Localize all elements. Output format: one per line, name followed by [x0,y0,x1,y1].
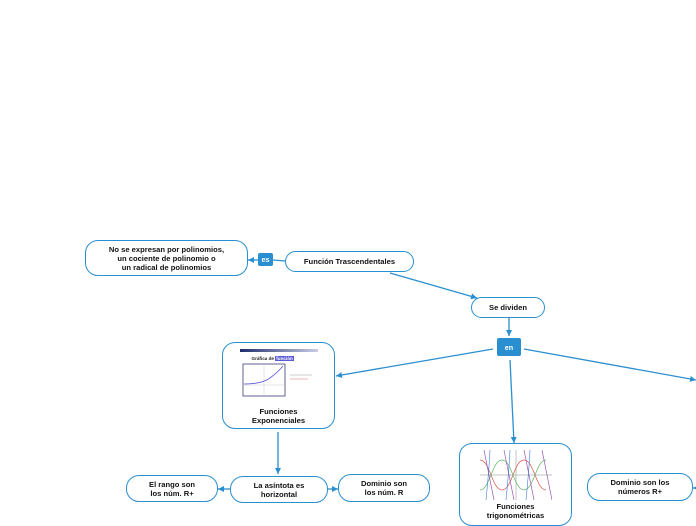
definition-node[interactable]: No se expresan por polinomios, un cocien… [85,240,248,276]
range-node[interactable]: El rango son los núm. R+ [126,475,218,502]
trigonometric-functions-node[interactable]: Funciones trigonométricas [459,443,572,526]
connector-en-label: en [504,342,514,352]
connector-en[interactable]: en [497,338,521,356]
trigonometric-functions-label: Funciones trigonométricas [486,502,545,520]
edge-main-to-es [272,259,286,262]
domain-right-label: Dominio son los números R+ [610,478,670,496]
domain-exponential-label: Dominio son los núm. R [361,479,407,497]
asymptote-node[interactable]: La asíntota es horizontal [230,476,328,503]
range-label: El rango son los núm. R+ [149,479,195,498]
definition-label: No se expresan por polinomios, un cocien… [108,244,225,272]
thumbnail-title-text: Gráfica de [251,356,274,361]
edge-en-to-trig [509,359,517,444]
main-topic-label: Función Trascendentales [303,257,396,266]
edge-main-to-divide [389,272,478,300]
domain-right-node[interactable]: Dominio son los números R+ [587,473,693,501]
domain-exponential-node[interactable]: Dominio son los núm. R [338,474,430,502]
divide-node[interactable]: Se dividen [471,297,545,318]
thumbnail-header-bar [239,349,318,352]
connector-es-label: es [261,255,270,264]
thumbnail-graph [242,363,312,397]
divide-label: Se dividen [489,303,527,312]
exponential-functions-node[interactable]: Gráfica de función Funciones Exponencial… [222,342,335,429]
trig-graph-thumbnail [479,450,552,500]
main-topic-node[interactable]: Función Trascendentales [285,251,414,272]
thumbnail-title: Gráfica de función [252,354,294,363]
exponential-functions-label: Funciones Exponenciales [251,407,306,425]
edge-en-to-offscreen [523,348,696,382]
thumbnail-title-highlight: función [275,356,294,361]
asymptote-label: La asíntota es horizontal [253,480,305,499]
connector-es[interactable]: es [258,253,273,266]
edge-en-to-exponential [335,348,494,378]
exponential-graph-thumbnail: Gráfica de función [239,349,318,399]
